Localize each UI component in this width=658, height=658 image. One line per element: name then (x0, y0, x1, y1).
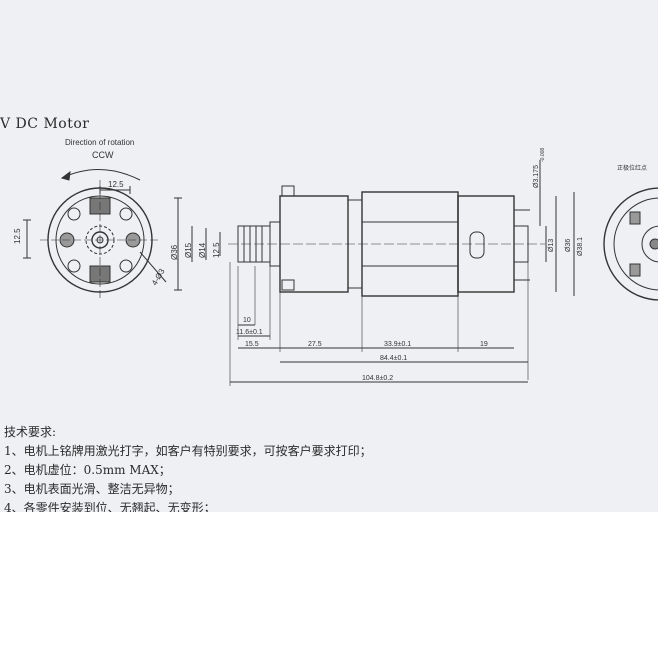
dim-d13: Ø13 (548, 239, 555, 252)
dim-len-15-5: 15.5 (245, 341, 259, 348)
rear-view-label: 正极位红点 (617, 164, 647, 172)
front-view (23, 180, 167, 300)
dim-12-5: 12.5 (212, 242, 221, 258)
side-view (174, 160, 575, 386)
dim-len-33-9: 33.9±0.1 (384, 341, 411, 348)
note-item: 3、电机表面光滑、整洁无异物； (4, 482, 180, 496)
technical-notes: 技术要求: 1、电机上铭牌用激光打字，如客户有特别要求，可按客户要求打印； 2、… (4, 423, 372, 512)
note-item: 2、电机虚位：0.5mm MAX； (4, 463, 171, 477)
dim-len-104-8: 104.8±0.2 (362, 375, 393, 382)
dim-d38-1: Ø38.1 (577, 237, 584, 256)
front-dim-top: 12.5 (108, 180, 124, 189)
dim-d36-left: Ø36 (170, 244, 179, 260)
front-dim-left: 12.5 (13, 228, 22, 244)
dim-d3-175-tolerance: -0.008 (540, 148, 546, 162)
note-item: 1、电机上铭牌用激光打字，如客户有特别要求，可按客户要求打印； (4, 444, 372, 458)
rotation-direction: CCW (92, 150, 114, 160)
rotation-arrow-icon (61, 169, 141, 181)
dim-len-27-5: 27.5 (308, 341, 322, 348)
dim-len-84-4: 84.4±0.1 (380, 355, 407, 362)
notes-heading: 技术要求: (4, 425, 57, 439)
drawing-sheet: V DC Motor (0, 0, 658, 512)
dim-d36-right: Ø36 (565, 239, 572, 252)
dim-d15: Ø15 (184, 242, 193, 258)
drawing-title: V DC Motor (0, 116, 90, 132)
dim-len-19: 19 (480, 341, 488, 348)
dim-d3-175: Ø3.175 (533, 165, 540, 188)
rotation-label: Direction of rotation (65, 138, 134, 147)
dim-len-11-6: 11.6±0.1 (236, 329, 263, 336)
rear-view (603, 187, 658, 301)
technical-drawing: Direction of rotation CCW 12.5 12.5 4-Ø3… (13, 138, 658, 386)
dim-d14: Ø14 (198, 242, 207, 258)
dim-len-10: 10 (243, 317, 251, 324)
note-item: 4、各零件安装到位、无翘起、无变形； (4, 501, 216, 512)
front-dim-holes: 4-Ø3 (150, 267, 167, 287)
